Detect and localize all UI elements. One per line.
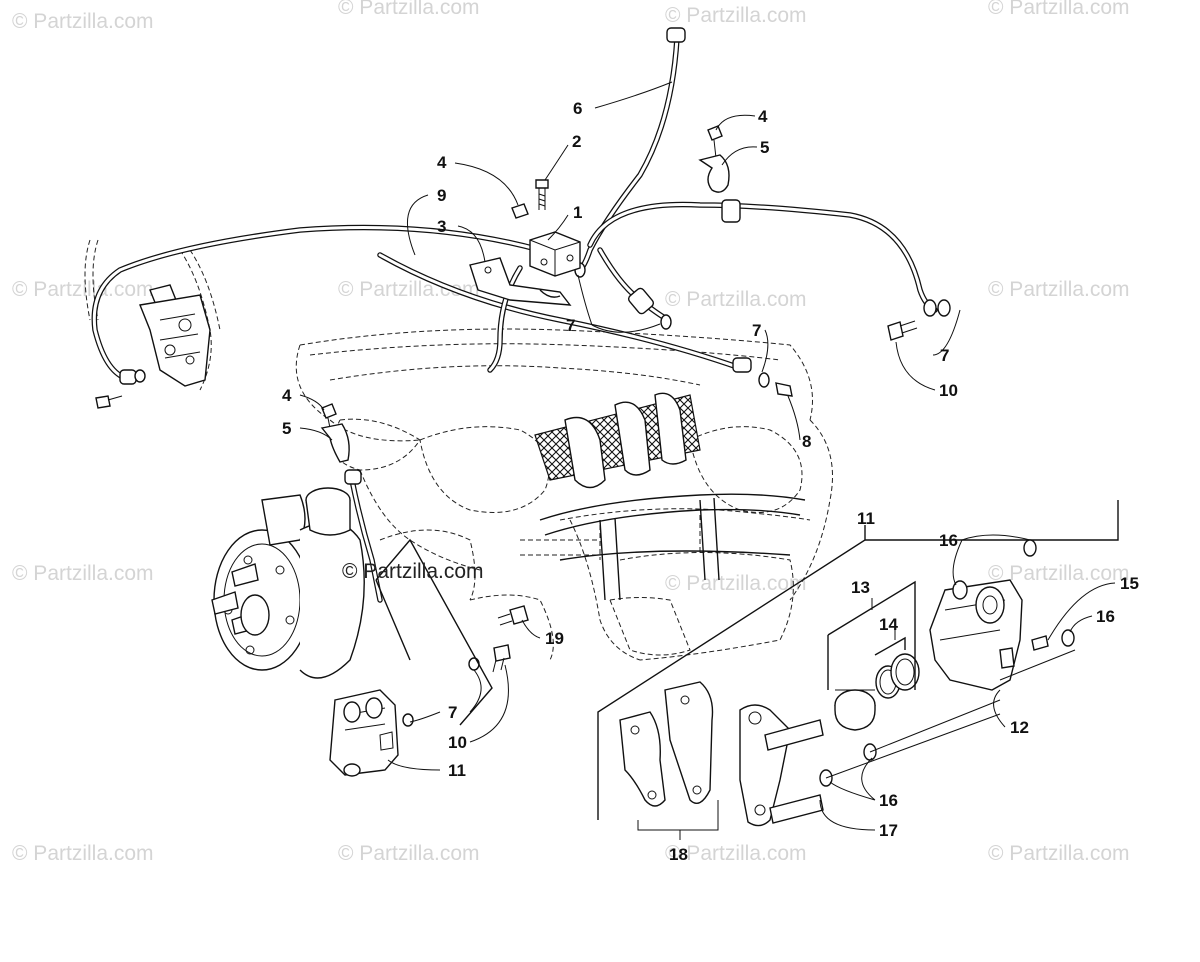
callout-16-right: 16 (1096, 607, 1115, 626)
watermark: © Partzilla.com (665, 288, 807, 311)
callout-10-right: 10 (939, 381, 958, 400)
callout-13: 13 (851, 578, 870, 597)
vehicle-front-phantom (84, 239, 833, 661)
watermark-grid: © Partzilla.com © Partzilla.com © Partzi… (12, 0, 1130, 865)
callout-8: 8 (802, 432, 811, 451)
callout-18: 18 (669, 845, 688, 864)
watermark: © Partzilla.com (338, 0, 480, 19)
callout-1: 1 (573, 203, 582, 222)
bolt-10-right (887, 320, 918, 341)
callout-17: 17 (879, 821, 898, 840)
callout-7-far-right: 7 (940, 346, 949, 365)
callout-12: 12 (1010, 718, 1029, 737)
watermark: © Partzilla.com (12, 278, 154, 301)
left-brake-caliper (329, 689, 399, 777)
callout-dashes (825, 649, 1076, 779)
grille-mesh (534, 392, 701, 489)
bolt-4-upper (511, 203, 529, 219)
bolt-19 (497, 605, 529, 626)
hose-clamp-left (320, 403, 350, 463)
callout-16-lower: 16 (879, 791, 898, 810)
bolt-2 (535, 179, 549, 210)
callout-9: 9 (437, 186, 446, 205)
watermark: © Partzilla.com (988, 842, 1130, 865)
callout-10-lower: 10 (448, 733, 467, 752)
watermark: © Partzilla.com (338, 842, 480, 865)
callout-5-left: 5 (282, 419, 291, 438)
left-caliper-group-frame (375, 538, 493, 726)
brake-pads (619, 681, 714, 807)
bolt-8 (775, 382, 793, 397)
watermark: © Partzilla.com (988, 0, 1130, 19)
watermark: © Partzilla.com (12, 842, 154, 865)
hose-junction-block (529, 231, 581, 277)
callout-16-top: 16 (939, 531, 958, 550)
callout-11-right: 11 (857, 509, 875, 528)
piston-seals (875, 653, 920, 699)
leader-lines (299, 81, 1116, 840)
brake-hoses (91, 35, 938, 603)
watermark: © Partzilla.com (665, 572, 807, 595)
callout-4-left: 4 (282, 386, 292, 405)
mounting-bracket (469, 257, 572, 306)
callout-4-upper: 4 (437, 153, 447, 172)
watermark: © Partzilla.com (988, 562, 1130, 585)
watermark: © Partzilla.com (665, 4, 807, 27)
callout-19: 19 (545, 629, 564, 648)
callout-7-lower: 7 (448, 703, 457, 722)
bolt-10-lower (492, 644, 511, 673)
callout-3: 3 (437, 217, 446, 236)
caliper-piston (834, 689, 876, 731)
callout-4-right: 4 (758, 107, 768, 126)
callout-14: 14 (879, 615, 898, 634)
front-bumper (539, 493, 806, 601)
caliper-mounting-bracket (739, 704, 824, 827)
hose-clamp-upper-right (698, 125, 730, 193)
bleeder-screw (1031, 635, 1049, 651)
callout-2: 2 (572, 132, 581, 151)
watermark: © Partzilla.com (988, 278, 1130, 301)
watermark: © Partzilla.com (665, 842, 807, 865)
callout-11-left: 11 (448, 761, 466, 780)
callout-7-right: 7 (752, 321, 761, 340)
caliper-exploded-frame (597, 500, 1119, 820)
watermark: © Partzilla.com (12, 562, 154, 585)
proportioning-valve-assembly (95, 284, 211, 409)
caliper-body (929, 579, 1023, 691)
callout-7-center: 7 (566, 316, 575, 335)
piston-group-frame (827, 580, 916, 690)
callout-labels: 1 2 3 4 4 4 5 5 6 7 7 7 7 8 9 10 10 11 1… (282, 99, 1139, 864)
callout-6: 6 (573, 99, 582, 118)
callout-5-right: 5 (760, 138, 769, 157)
callout-15: 15 (1120, 574, 1139, 593)
front-hub-rotor (211, 487, 365, 679)
watermark: © Partzilla.com (12, 10, 154, 33)
center-watermark: © Partzilla.com (342, 560, 484, 583)
